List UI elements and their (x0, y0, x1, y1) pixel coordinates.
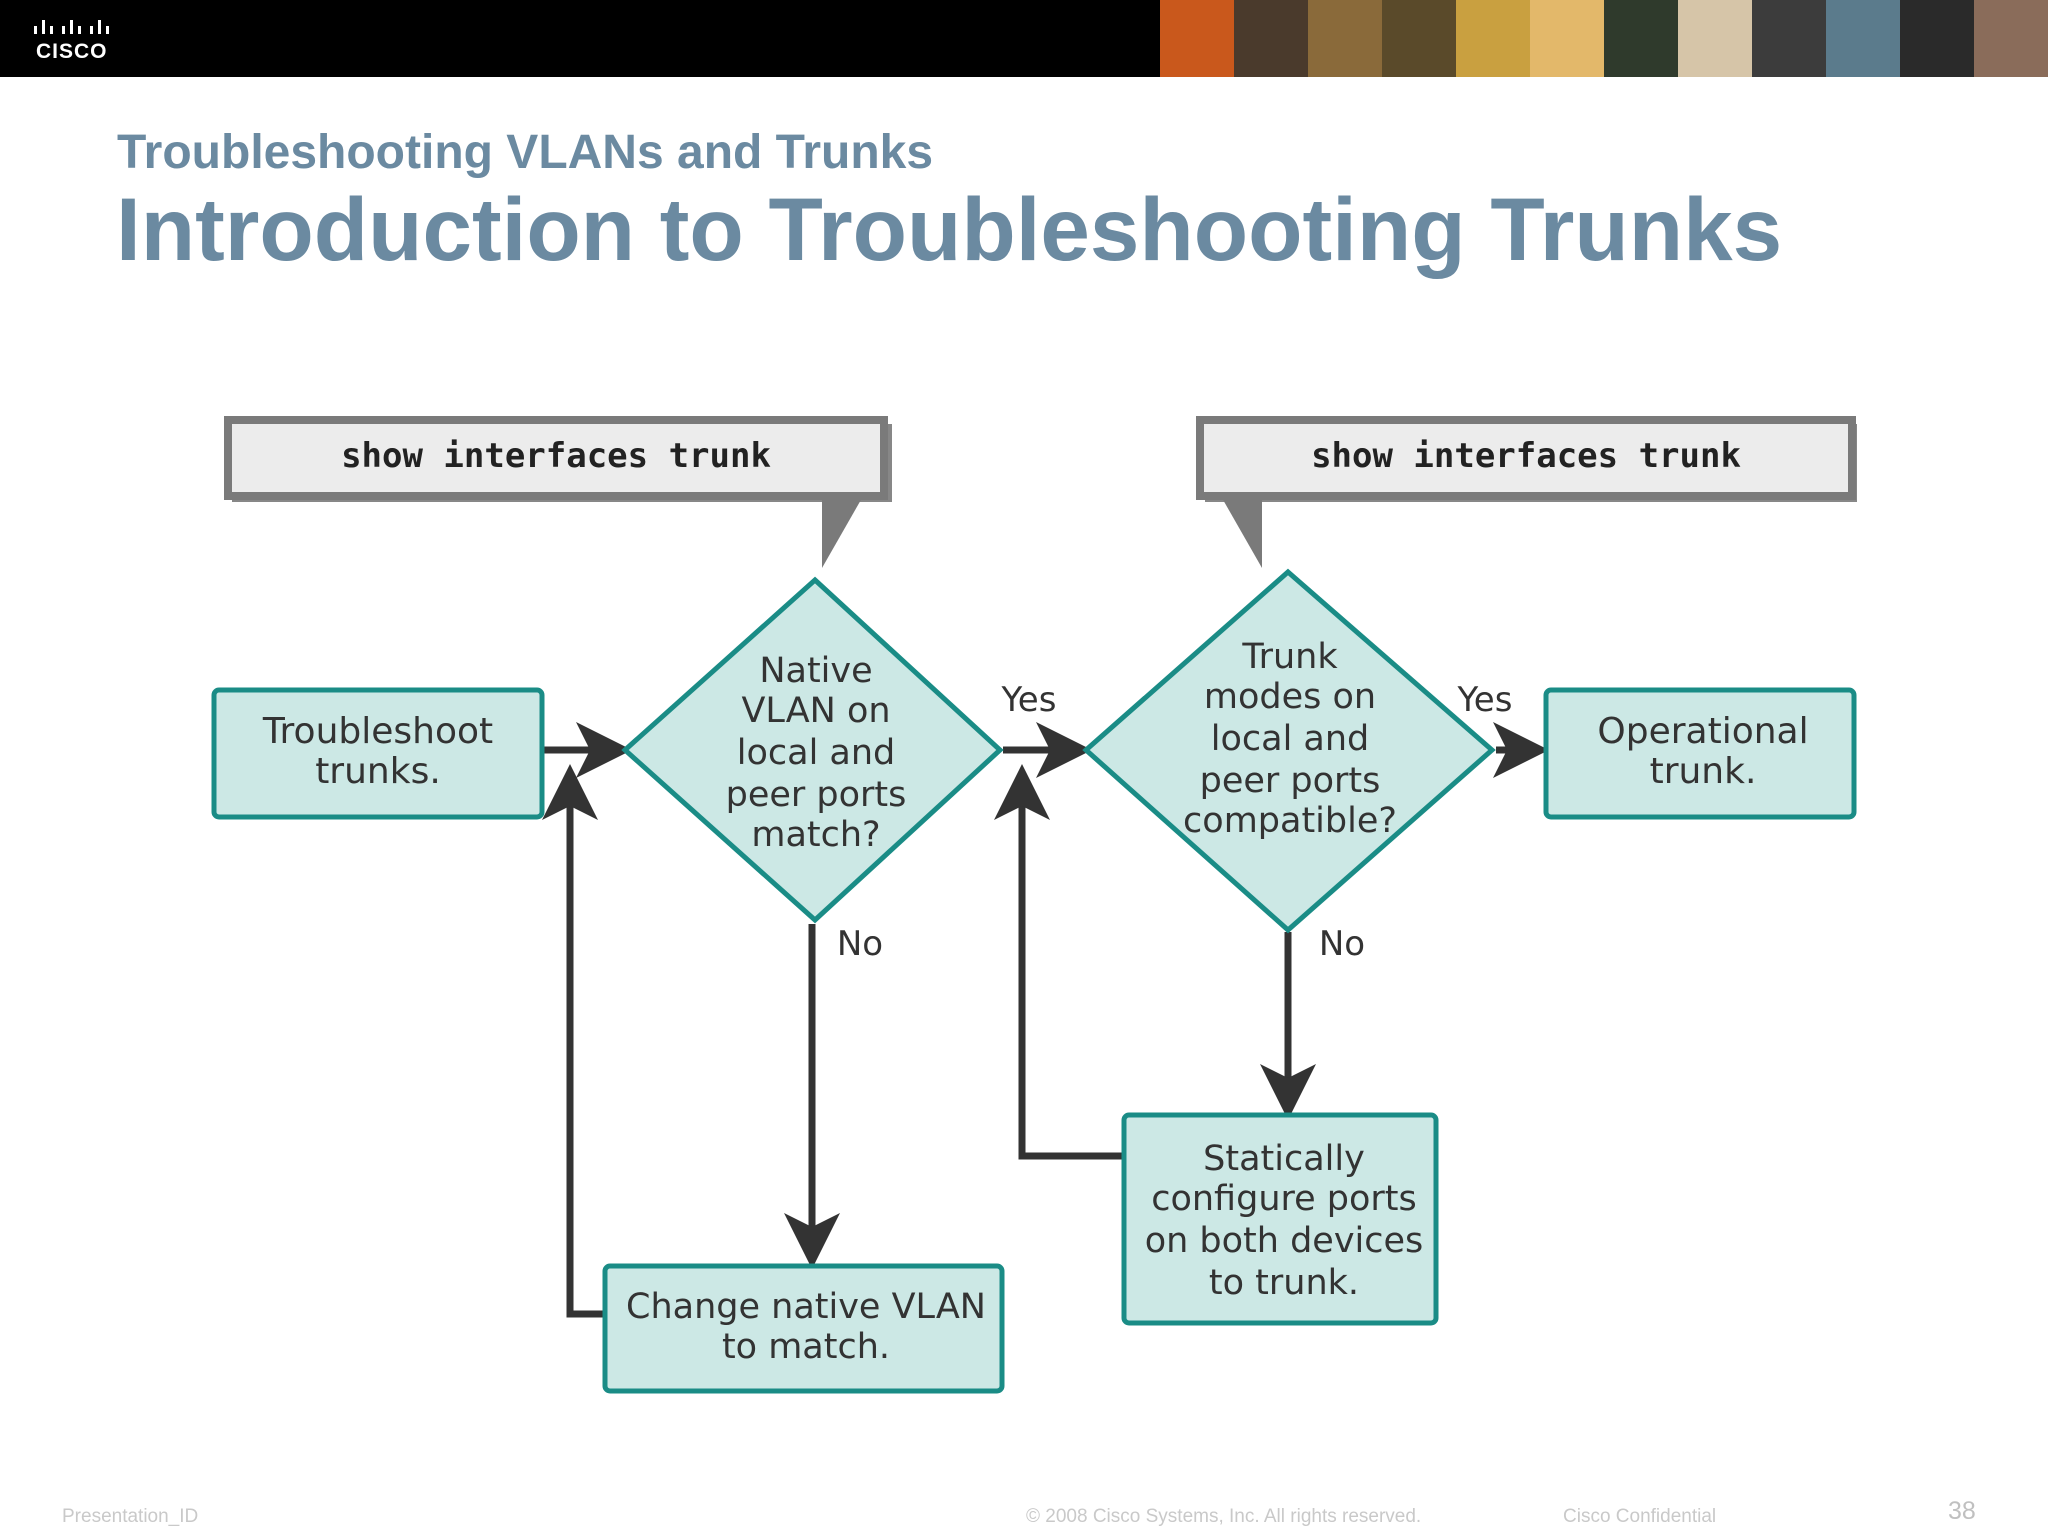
edge-label-no: No (1319, 924, 1365, 964)
node-text: local and (737, 733, 896, 773)
header-photo-tile (1900, 0, 1974, 77)
node-text: peer ports (726, 775, 907, 815)
footer-copyright: © 2008 Cisco Systems, Inc. All rights re… (1026, 1506, 1422, 1527)
arrow-fix-native-loop (542, 764, 603, 1318)
cisco-bridge-icon (34, 20, 109, 34)
header-photo-tile (1234, 0, 1308, 77)
node-troubleshoot-trunks: Troubleshoot trunks. (211, 687, 545, 820)
node-operational-trunk: Operational trunk. (1543, 687, 1857, 820)
node-text: Native (759, 651, 872, 691)
header-photo-tile (1826, 0, 1900, 77)
slide-title: Introduction to Troubleshooting Trunks (116, 179, 1783, 279)
header-photo-tile (1530, 0, 1604, 77)
node-text: trunks. (315, 751, 441, 792)
header-photo-tile (1456, 0, 1530, 77)
node-text: to match. (722, 1327, 890, 1367)
footer-presentation-id: Presentation_ID (62, 1506, 199, 1527)
node-text: on both devices (1145, 1221, 1424, 1261)
node-text: match? (751, 815, 880, 855)
page-number: 38 (1948, 1497, 1976, 1525)
cisco-logo: CISCO (34, 14, 124, 64)
node-text: Operational (1597, 711, 1808, 752)
node-text: peer ports (1200, 761, 1381, 801)
decision-trunk-modes: Trunk modes on local and peer ports comp… (1082, 568, 1496, 934)
header-bar: CISCO (0, 0, 2048, 77)
flow-connectors (542, 722, 1549, 1318)
node-text: VLAN on (741, 691, 890, 731)
cisco-logo-text: CISCO (36, 40, 108, 63)
node-text: Statically (1203, 1139, 1365, 1179)
callout-command-text: show interfaces trunk (341, 436, 771, 476)
edge-label-yes: Yes (1457, 680, 1513, 720)
node-text: to trunk. (1209, 1263, 1359, 1303)
header-photo-tile (1382, 0, 1456, 77)
callout-command-right: show interfaces trunk (1196, 416, 1857, 568)
header-photo-tile (1752, 0, 1826, 77)
header-photo-tile (1604, 0, 1678, 77)
node-text: trunk. (1650, 751, 1757, 792)
node-text: modes on (1204, 677, 1376, 717)
header-photo-tile (1308, 0, 1382, 77)
node-text: local and (1211, 719, 1370, 759)
header-photo-tile (1678, 0, 1752, 77)
node-text: configure ports (1151, 1179, 1417, 1219)
arrow-fix-trunk-loop (994, 764, 1122, 1160)
node-change-native-vlan: Change native VLAN to match. (602, 1263, 1005, 1394)
node-text: Change native VLAN (626, 1287, 986, 1327)
edge-label-no: No (837, 924, 883, 964)
footer-confidential: Cisco Confidential (1563, 1506, 1717, 1527)
header-photo-tile (1160, 0, 1234, 77)
node-text: Troubleshoot (262, 711, 493, 752)
decision-native-vlan: Native VLAN on local and peer ports matc… (621, 576, 1004, 924)
node-statically-configure: Statically configure ports on both devic… (1121, 1112, 1439, 1326)
node-text: Trunk (1241, 637, 1338, 677)
slide-subtitle: Troubleshooting VLANs and Trunks (117, 126, 934, 179)
callout-command-text: show interfaces trunk (1311, 436, 1741, 476)
header-photo-strip (1160, 0, 2048, 77)
node-text: compatible? (1183, 801, 1397, 841)
edge-label-yes: Yes (1001, 680, 1057, 720)
callout-command-left: show interfaces trunk (224, 416, 892, 568)
header-photo-tile (1974, 0, 2048, 77)
